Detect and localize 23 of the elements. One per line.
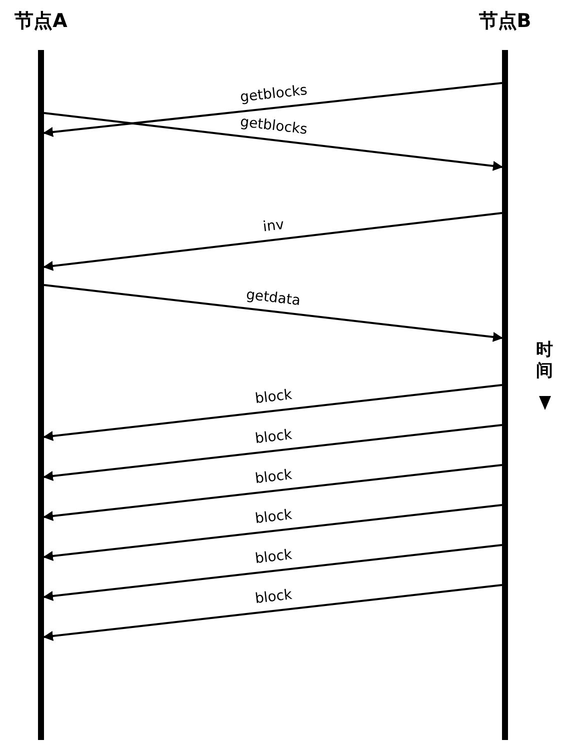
message-arrow [43, 504, 502, 561]
edge-label: getdata [244, 286, 302, 309]
edge-label: inv [260, 216, 286, 236]
time-label: 时间 [536, 340, 554, 382]
message-arrow [44, 284, 503, 342]
edge-label: getblocks [238, 114, 309, 138]
message-arrow [43, 464, 502, 521]
message-arrow [43, 544, 502, 601]
message-arrow [43, 82, 502, 137]
edge-label: getblocks [238, 82, 309, 106]
lifeline-header: 节点A [14, 9, 68, 34]
message-arrow [43, 424, 502, 481]
edge-label: block [252, 546, 294, 568]
message-arrow [44, 112, 503, 171]
edge-label: block [252, 466, 294, 488]
message-arrow [43, 584, 502, 641]
edge-label: block [252, 506, 294, 528]
edge-label: block [252, 586, 294, 608]
message-arrow [43, 212, 502, 271]
edge-label: block [252, 426, 294, 448]
message-arrow [43, 384, 502, 441]
lifeline-header: 节点B [478, 9, 532, 34]
edge-label: block [252, 386, 294, 408]
